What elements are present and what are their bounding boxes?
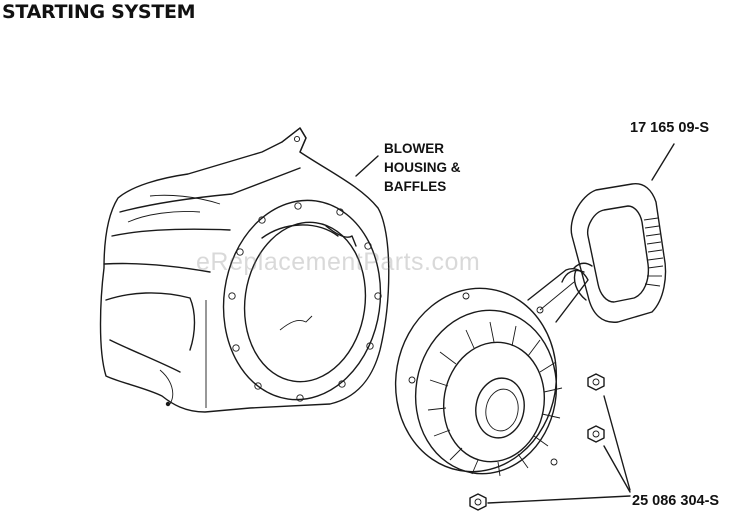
nut-leader-middle bbox=[603, 445, 631, 493]
nut-leader-upper bbox=[603, 395, 631, 491]
nut-part-number[interactable]: 25 086 304-S bbox=[632, 493, 720, 509]
handle-part-number[interactable]: 17 165 09-S bbox=[630, 120, 710, 136]
blower-housing-label[interactable]: BLOWER HOUSING & BAFFLES bbox=[384, 139, 461, 196]
handle-leader-line bbox=[651, 143, 675, 181]
blower-housing[interactable] bbox=[99, 127, 394, 413]
diagram-title: STARTING SYSTEM bbox=[2, 1, 196, 23]
handle-grip-ribs bbox=[643, 217, 664, 287]
nut-lower[interactable] bbox=[469, 493, 487, 511]
blower-label-line-2: HOUSING & bbox=[384, 160, 461, 175]
blower-label-line-3: BAFFLES bbox=[384, 179, 447, 194]
nut-middle[interactable] bbox=[587, 425, 605, 443]
blower-leader-line bbox=[355, 155, 379, 177]
nut-upper[interactable] bbox=[587, 373, 605, 391]
nut-leader-lower bbox=[487, 495, 631, 504]
recoil-starter[interactable] bbox=[381, 268, 589, 485]
blower-label-line-1: BLOWER bbox=[384, 141, 444, 156]
starter-handle[interactable] bbox=[561, 183, 667, 323]
starter-ribs bbox=[427, 321, 563, 477]
watermark: eReplacementParts.com bbox=[196, 248, 481, 276]
